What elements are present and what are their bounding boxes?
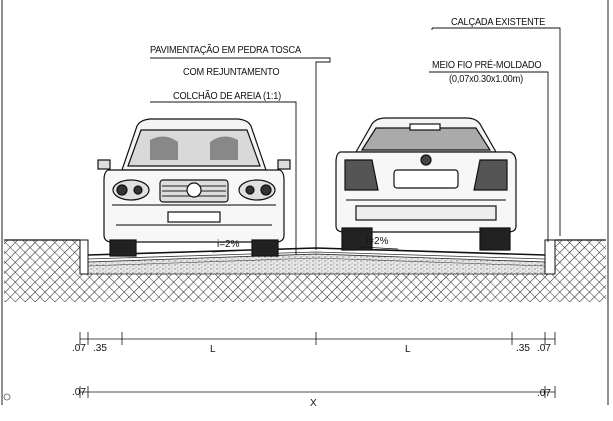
label-paving-line1: PAVIMENTAÇÃO EM PEDRA TOSCA xyxy=(150,44,302,56)
dimension-line-1 xyxy=(79,332,556,345)
leader-lines xyxy=(150,27,561,255)
earth-right xyxy=(545,239,606,302)
car-front-view xyxy=(97,118,291,257)
dim2-right-edge: .07 xyxy=(537,388,551,399)
label-paving-line2: COM REJUNTAMENTO xyxy=(183,66,280,78)
dim1-left-edge: .07 xyxy=(72,343,86,354)
label-sand-bed: COLCHÃO DE AREIA (1:1) xyxy=(173,90,282,102)
curb-right xyxy=(544,239,556,275)
dim1-right-side: .35 xyxy=(516,343,530,354)
dim1-lane-left: L xyxy=(210,344,216,355)
corner-mark xyxy=(3,393,11,401)
slope-left-label: i=2% xyxy=(217,239,240,250)
dim1-right-edge: .07 xyxy=(537,343,551,354)
dim1-lane-right: L xyxy=(405,344,411,355)
label-curb-line1: MEIO FIO PRÉ-MOLDADO xyxy=(432,59,542,71)
slope-left-line xyxy=(211,249,251,253)
dim2-total: X xyxy=(310,398,317,409)
dim1-left-side: .35 xyxy=(93,343,107,354)
label-curb-line2: (0,07x0.30x1.00m) xyxy=(449,73,524,85)
car-rear-view xyxy=(335,117,517,251)
curb-left xyxy=(79,239,89,275)
earth-center xyxy=(88,274,545,302)
earth-left xyxy=(4,239,88,302)
slope-right-line xyxy=(359,246,399,250)
dim2-left-edge: .07 xyxy=(72,387,86,398)
slope-right-label: i=2% xyxy=(366,236,389,247)
label-existing-sidewalk: CALÇADA EXISTENTE xyxy=(451,16,546,28)
dimension-line-2 xyxy=(79,386,556,398)
